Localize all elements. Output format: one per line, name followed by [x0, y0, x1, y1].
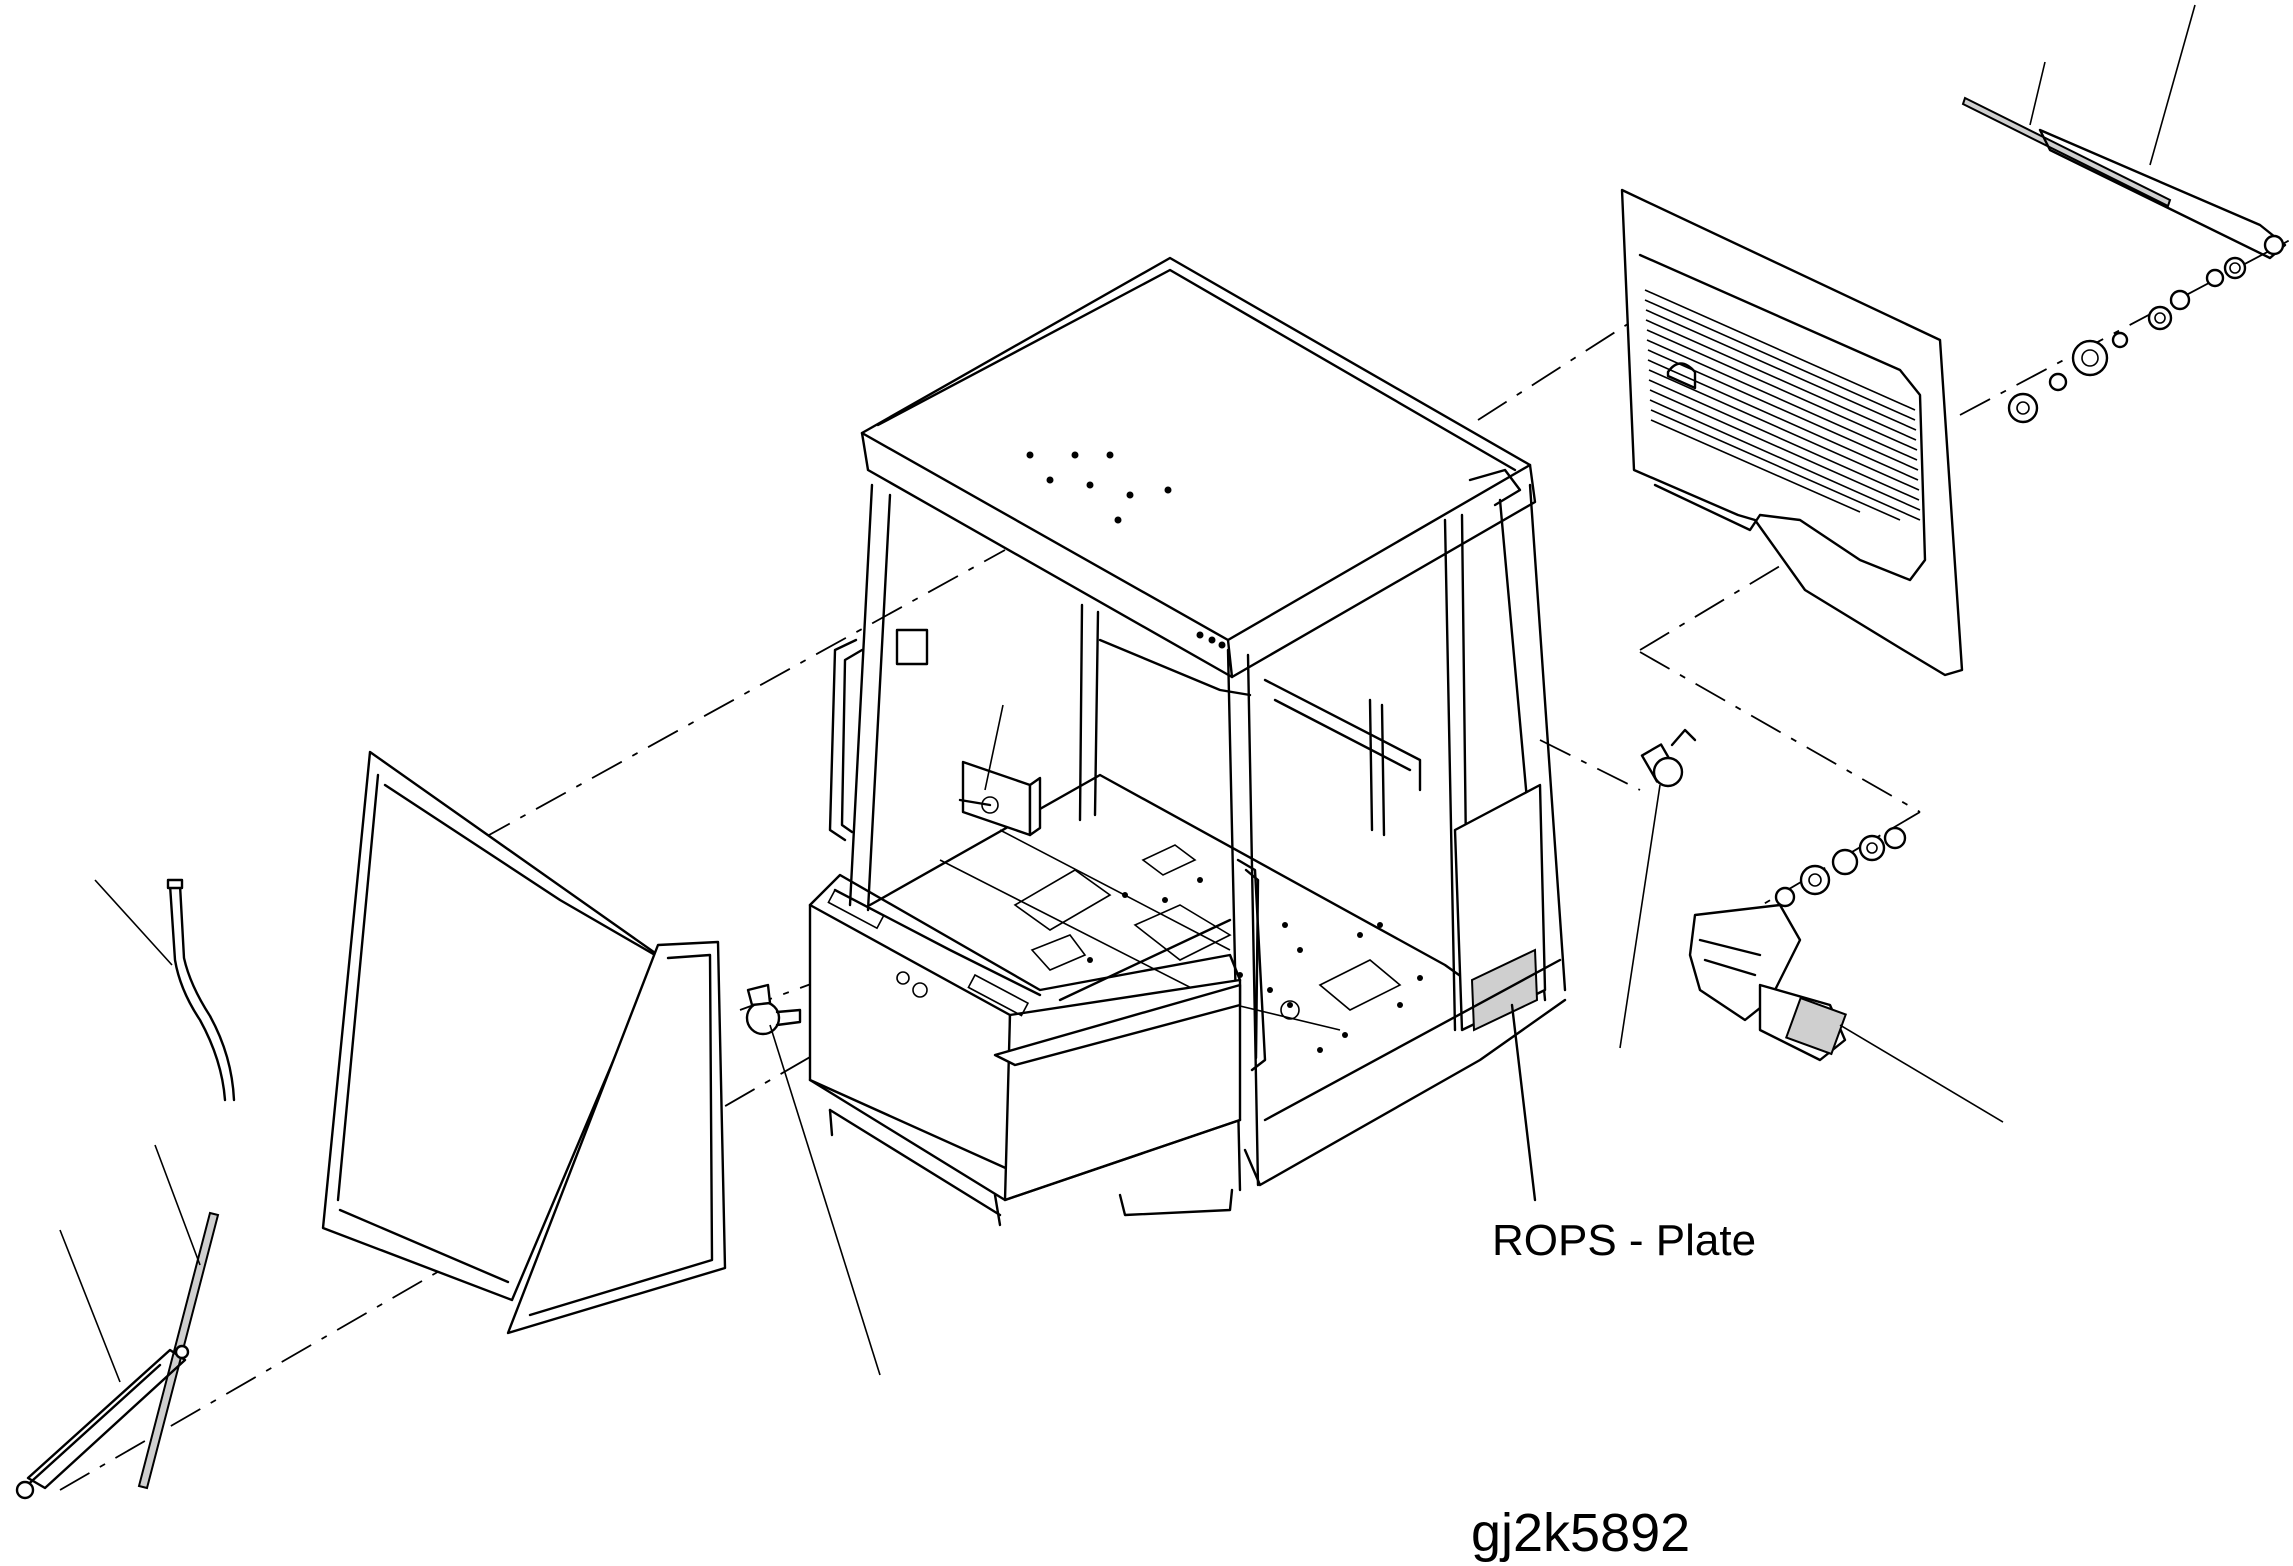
front-wiper [15, 1211, 220, 1500]
cab-roof [860, 256, 1532, 642]
lower-front-glass [506, 940, 727, 1335]
leader-lines [59, 4, 2196, 1383]
rear-wiper-blade [1961, 96, 2172, 208]
front-washer-nozzle [745, 983, 802, 1036]
figure-id-label: gj2k5892 [1471, 1503, 1691, 1563]
cab-frame [808, 256, 1567, 1227]
front-console [808, 903, 1012, 1172]
rops-plate-label: ROPS - Plate [1492, 1216, 1757, 1265]
rear-window [1620, 188, 1964, 677]
rear-wiper-motor [1688, 826, 1907, 1062]
rear-wiper [1961, 96, 2287, 424]
front-windshield [321, 750, 660, 1302]
washer-hose [166, 878, 236, 1102]
rear-washer-nozzle [1640, 728, 1697, 788]
